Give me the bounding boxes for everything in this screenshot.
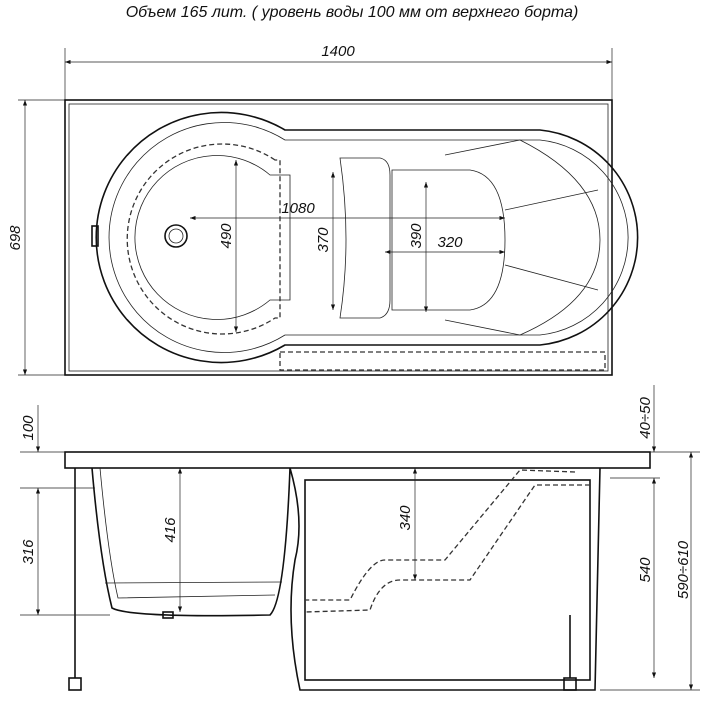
- apron-outline: [279, 351, 606, 371]
- drawing-title: Объем 165 лит. ( уровень воды 100 мм от …: [126, 4, 579, 21]
- narrow-width-label: 370: [315, 227, 332, 253]
- seat-length-label: 320: [437, 234, 463, 251]
- rim-gap-label: 40÷50: [637, 397, 654, 439]
- apron-panel: [289, 467, 601, 691]
- seat-width-label: 390: [408, 223, 425, 249]
- seat-profile-dashed: [305, 469, 576, 601]
- side-view: 100 316 416 340 40÷50 540 590÷610: [20, 385, 700, 691]
- rim-label: 100: [20, 415, 37, 441]
- depth-label: 698: [7, 225, 24, 251]
- seat-depth-label: 340: [397, 505, 414, 531]
- tub-rim-outline: [64, 99, 613, 376]
- total-height-label: 590÷610: [675, 540, 692, 599]
- inner-length-label: 1080: [281, 200, 315, 217]
- bowl-contour: [126, 143, 281, 335]
- bowl-profile: [91, 467, 291, 617]
- apron-height-label: 540: [637, 557, 654, 583]
- overflow-icon: [91, 225, 99, 247]
- side-rim: [64, 451, 651, 469]
- tub-outer-contour: [95, 111, 639, 364]
- drain-icon: [164, 224, 188, 248]
- water-depth-label: 316: [20, 539, 37, 565]
- bowl-width-label: 490: [218, 223, 235, 249]
- width-label: 1400: [321, 43, 355, 60]
- top-view: 1400 698 1080 490 370 390 320: [7, 43, 639, 376]
- bowl-depth-label: 416: [162, 517, 179, 543]
